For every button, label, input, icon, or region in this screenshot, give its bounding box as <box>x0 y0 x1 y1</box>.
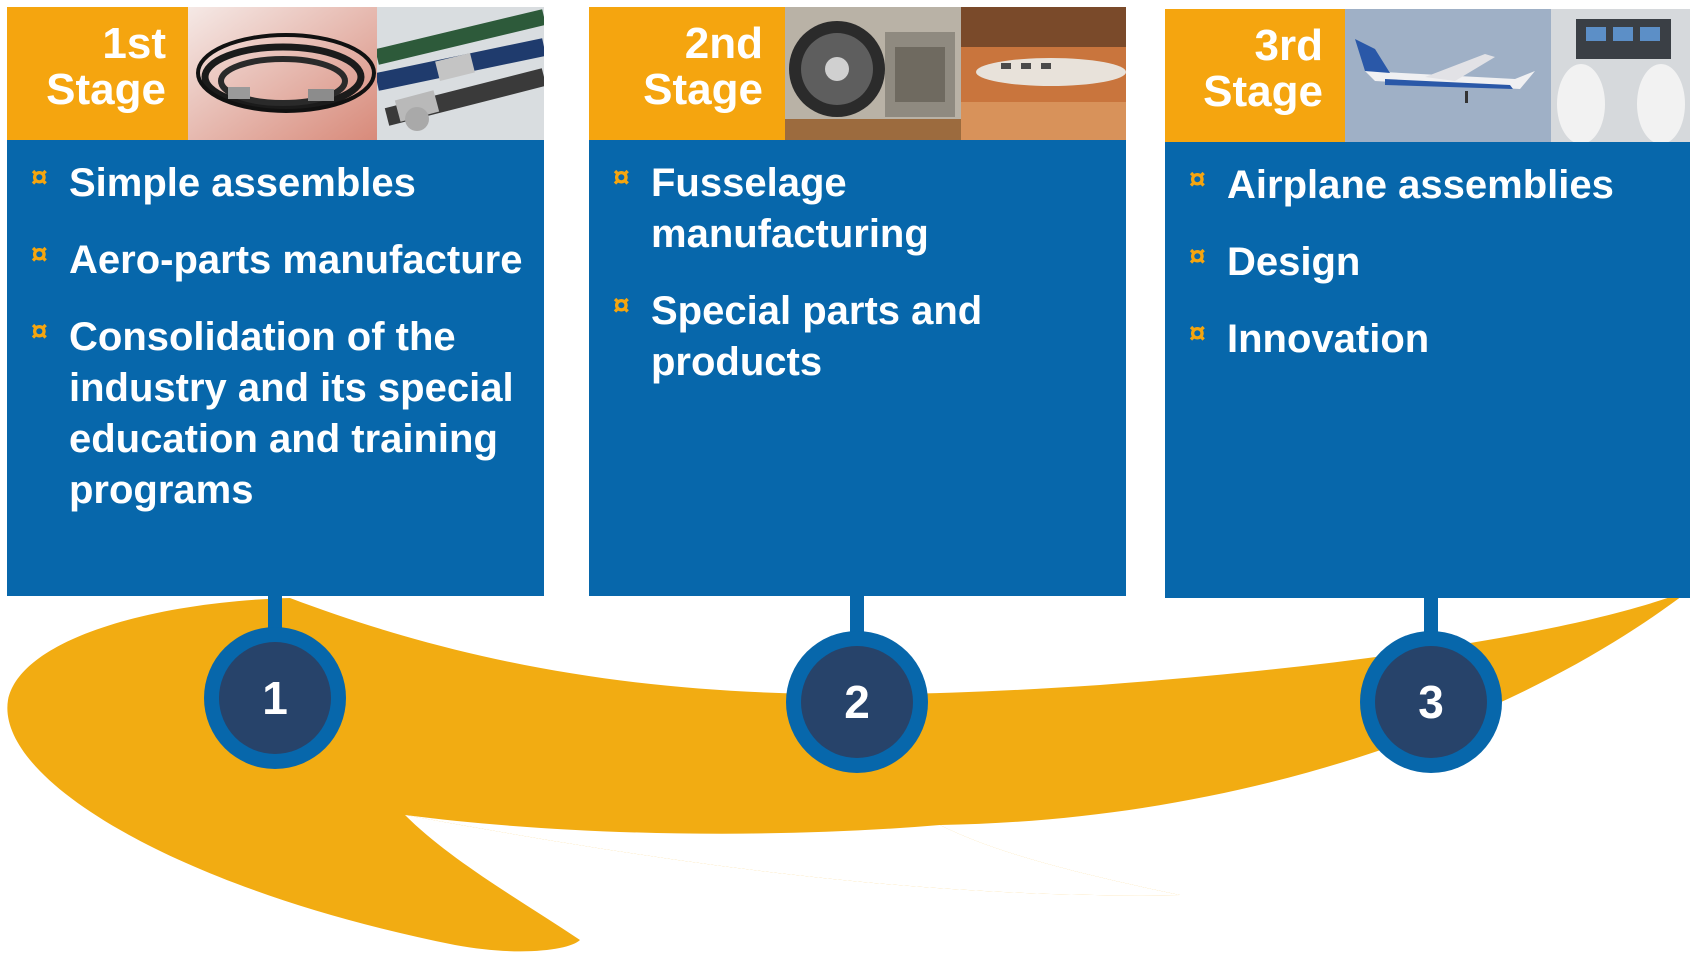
stage-3-label: 3rd Stage <box>1165 9 1345 142</box>
stage-3-label-ordinal: 3rd <box>1254 21 1323 70</box>
stage-2-bullet-text: Special parts and products <box>651 289 983 384</box>
stage-2-photo-engine <box>785 7 961 140</box>
stage-1-connector <box>268 596 282 636</box>
stage-3-number-badge: 3 <box>1360 631 1502 773</box>
stage-2-label-ordinal: 2nd <box>684 19 763 68</box>
stage-3-bullet-text: Design <box>1227 240 1361 284</box>
stage-1-bullet-text: Consolidation of the industry and its sp… <box>69 315 514 512</box>
stage-3-label-word: Stage <box>1203 67 1323 116</box>
currency-sign-icon: ¤ <box>31 238 48 271</box>
stage-2-bullet: ¤ Special parts and products <box>613 286 1106 388</box>
stage-3-connector <box>1424 598 1438 638</box>
stage-1-photo-hoses <box>377 7 544 140</box>
stage-1-bullet: ¤ Consolidation of the industry and its … <box>31 312 524 516</box>
stage-2-bullet-text: Fusselage manufacturing <box>651 161 929 256</box>
stage-3-bullet-text: Innovation <box>1227 317 1430 361</box>
stage-3-card: 3rd Stage <box>1165 9 1690 598</box>
stage-3-bullet: ¤ Innovation <box>1189 314 1670 365</box>
stage-2-label: 2nd Stage <box>589 7 785 140</box>
stage-2-card: 2nd Stage <box>589 7 1126 596</box>
stage-3-bullet-text: Airplane assemblies <box>1227 163 1614 207</box>
stage-1-label-ordinal: 1st <box>102 19 166 68</box>
currency-sign-icon: ¤ <box>613 161 630 194</box>
currency-sign-icon: ¤ <box>1189 240 1206 273</box>
currency-sign-icon: ¤ <box>613 289 630 322</box>
stage-1-bullet: ¤ Simple assembles <box>31 158 524 209</box>
stage-1-bullet: ¤ Aero-parts manufacture <box>31 235 524 286</box>
stage-1-number-badge: 1 <box>204 627 346 769</box>
stage-1-label: 1st Stage <box>7 7 188 140</box>
stage-1-bullet-text: Simple assembles <box>69 161 416 205</box>
stage-3-number: 3 <box>1375 646 1487 758</box>
stage-1-label-word: Stage <box>46 65 166 114</box>
stage-2-label-word: Stage <box>643 65 763 114</box>
stage-2-number: 2 <box>801 646 913 758</box>
currency-sign-icon: ¤ <box>1189 317 1206 350</box>
stage-3-bullet: ¤ Design <box>1189 237 1670 288</box>
stage-2-bullet-panel: ¤ Fusselage manufacturing ¤ Special part… <box>589 140 1126 596</box>
stage-2-bullet: ¤ Fusselage manufacturing <box>613 158 1106 260</box>
currency-sign-icon: ¤ <box>1189 163 1206 196</box>
stage-2-number-badge: 2 <box>786 631 928 773</box>
stage-3-photo-cockpit <box>1551 9 1690 142</box>
stage-3-photo-airplane <box>1345 9 1551 142</box>
stage-2-photo-hangar <box>961 7 1126 140</box>
stage-3-bullet: ¤ Airplane assemblies <box>1189 160 1670 211</box>
stage-3-bullet-panel: ¤ Airplane assemblies ¤ Design ¤ Innovat… <box>1165 142 1690 598</box>
stage-1-photo-cables <box>188 7 377 140</box>
currency-sign-icon: ¤ <box>31 315 48 348</box>
stage-1-number: 1 <box>219 642 331 754</box>
currency-sign-icon: ¤ <box>31 161 48 194</box>
stage-1-bullet-text: Aero-parts manufacture <box>69 238 523 282</box>
stage-1-bullet-panel: ¤ Simple assembles ¤ Aero-parts manufact… <box>7 140 544 596</box>
stage-1-card: 1st Stage <box>7 7 544 596</box>
stage-2-connector <box>850 596 864 636</box>
